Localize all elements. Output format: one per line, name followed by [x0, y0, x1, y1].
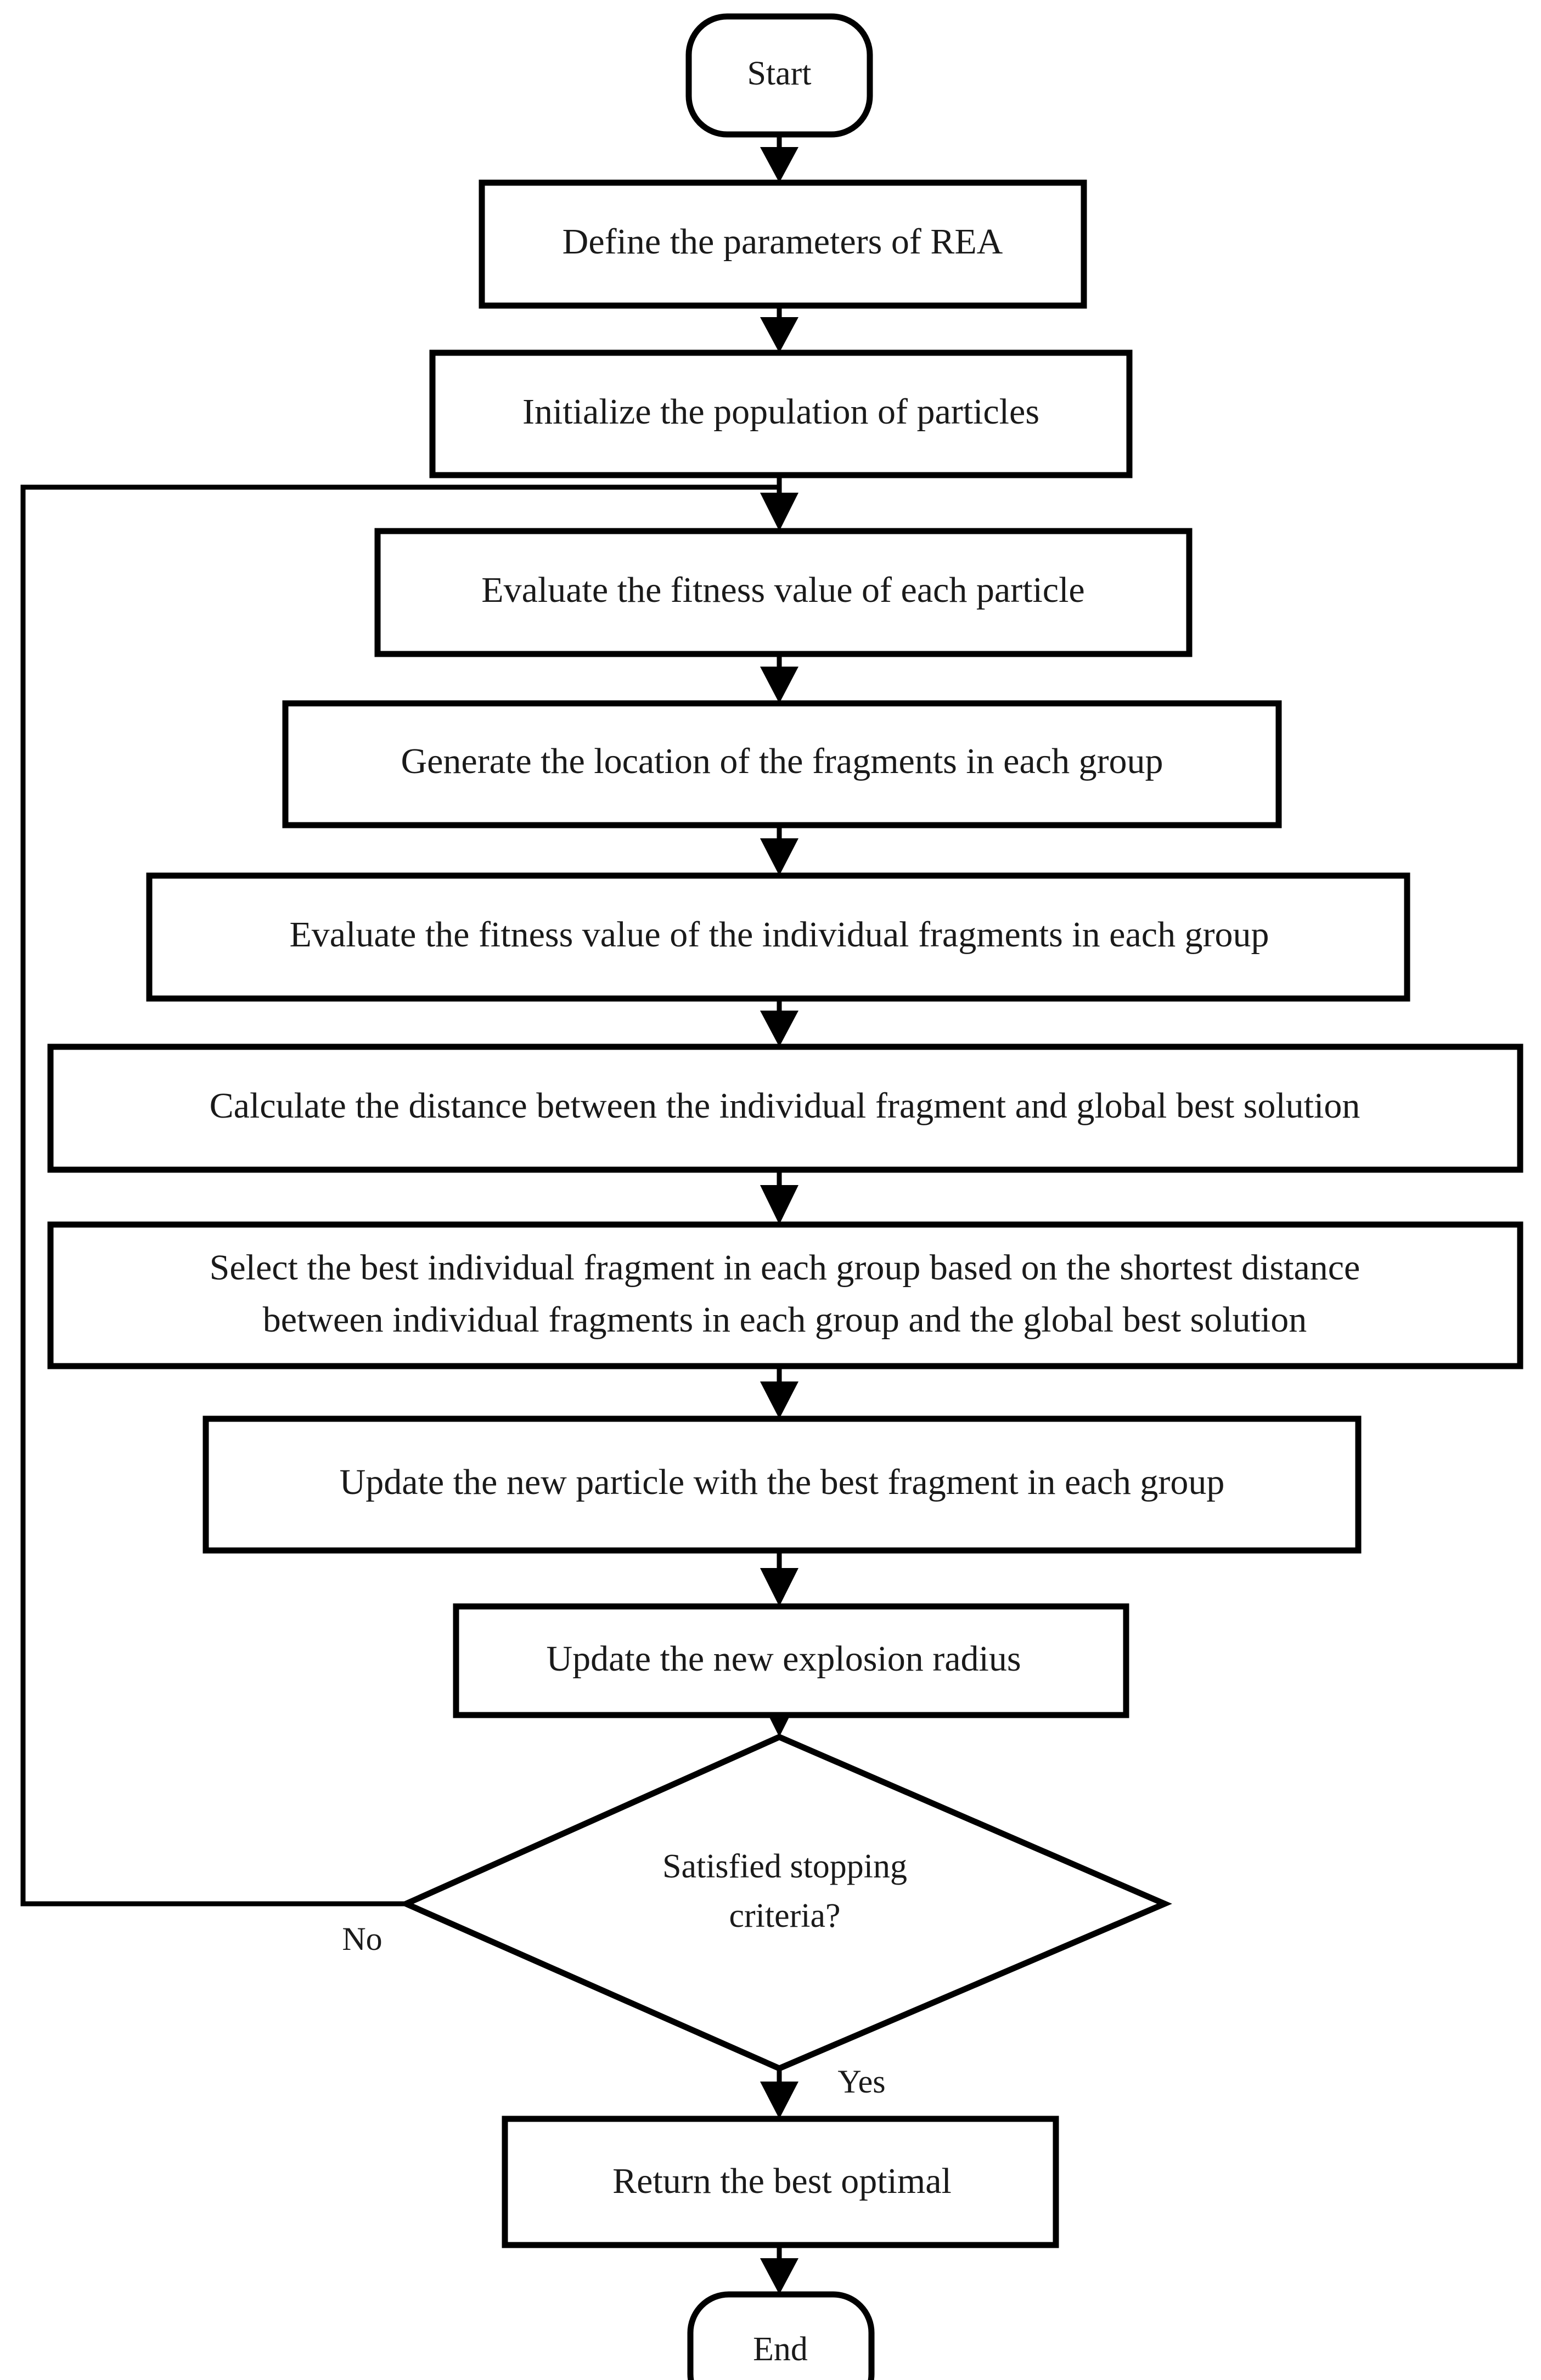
edge-no-loopback [20, 484, 779, 1907]
node-calculate-distance[interactable]: Calculate the distance between the indiv… [47, 1044, 1523, 1173]
node-start[interactable]: Start [685, 13, 873, 138]
node-decision-stopping-criteria[interactable]: Satisfied stopping criteria? [398, 1733, 1172, 2072]
edge-label-no: No [342, 1921, 382, 1957]
edge-select-to-updateparticle [760, 1366, 798, 1419]
edge-evaluateparticles-to-generate [760, 654, 798, 703]
node-generate-fragments-label: Generate the location of the fragments i… [401, 741, 1163, 781]
node-evaluate-particles[interactable]: Evaluate the fitness value of each parti… [374, 528, 1193, 657]
node-define-parameters-label: Define the parameters of REA [563, 222, 1003, 262]
edge-start-to-define [760, 134, 798, 183]
node-decision-label-line1: Satisfied stopping [662, 1848, 907, 1885]
node-select-best-fragment[interactable]: Select the best individual fragment in e… [47, 1221, 1523, 1369]
edge-init-to-evaluate-particles [760, 475, 798, 531]
node-update-particle[interactable]: Update the new particle with the best fr… [203, 1415, 1362, 1554]
edge-evaluatefragments-to-calculate [760, 999, 798, 1047]
node-return-optimal-label: Return the best optimal [612, 2161, 952, 2201]
edge-label-yes: Yes [837, 2063, 885, 2100]
edge-decision-yes-to-return [760, 2068, 798, 2119]
edge-updateparticle-to-updateradius [760, 1550, 798, 1606]
edge-calculate-to-select [760, 1170, 798, 1225]
edge-return-to-end [760, 2245, 798, 2294]
node-update-radius-label: Update the new explosion radius [546, 1639, 1021, 1679]
node-initialize-population-label: Initialize the population of particles [522, 392, 1039, 432]
node-evaluate-fragments-label: Evaluate the fitness value of the indivi… [289, 915, 1269, 955]
node-update-particle-label: Update the new particle with the best fr… [340, 1462, 1225, 1502]
node-select-best-fragment-label-line1: Select the best individual fragment in e… [210, 1248, 1360, 1288]
node-end[interactable]: End [687, 2291, 875, 2380]
node-evaluate-particles-label: Evaluate the fitness value of each parti… [481, 570, 1084, 610]
node-initialize-population[interactable]: Initialize the population of particles [429, 349, 1133, 478]
node-evaluate-fragments[interactable]: Evaluate the fitness value of the indivi… [146, 872, 1410, 1002]
node-calculate-distance-label: Calculate the distance between the indiv… [210, 1086, 1360, 1126]
node-define-parameters[interactable]: Define the parameters of REA [479, 179, 1087, 309]
edge-define-to-init [760, 306, 798, 353]
node-end-label: End [753, 2331, 808, 2368]
node-return-optimal[interactable]: Return the best optimal [502, 2116, 1059, 2248]
edge-generate-to-evaluate-fragments [760, 825, 798, 876]
node-decision-label-line2: criteria? [729, 1897, 840, 1935]
node-generate-fragments[interactable]: Generate the location of the fragments i… [282, 700, 1282, 828]
node-update-radius[interactable]: Update the new explosion radius [453, 1603, 1129, 1718]
node-start-label: Start [747, 55, 811, 92]
node-select-best-fragment-label-line2: between individual fragments in each gro… [263, 1300, 1307, 1340]
